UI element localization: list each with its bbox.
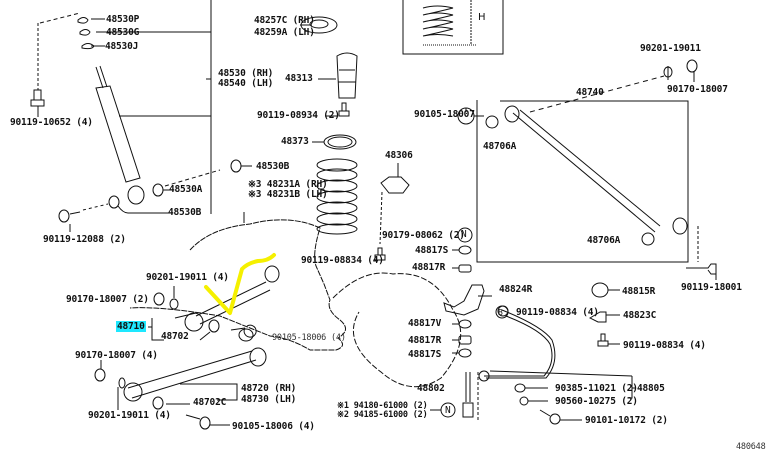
part-label-48540: 48540 (LH)	[218, 78, 274, 89]
spring-seat-parts	[300, 16, 358, 150]
part-label-48257C: 48257C (RH)	[254, 15, 315, 26]
bolt-label-90105-18007: 90105-18007	[414, 109, 475, 120]
small-bushings	[430, 227, 509, 418]
lateral-rod	[457, 59, 717, 280]
part-label-48231A: ※3 48231A (RH)	[248, 179, 328, 190]
spring-inset	[402, 0, 504, 55]
spring-height-label: H	[478, 12, 486, 23]
axle-housing	[129, 212, 462, 388]
part-label-48817S: 48817S	[408, 349, 442, 360]
part-label-48306: 48306	[385, 150, 413, 161]
part-label-48817S-upper: 48817S	[415, 245, 449, 256]
part-label-48824R: 48824R	[499, 284, 533, 295]
part-label-48706A-upper: 48706A	[483, 141, 517, 152]
bolt-label-90560-10275: 90560-10275 (2)	[555, 396, 638, 407]
part-label-48706A-lower: 48706A	[587, 235, 621, 246]
bolt-label-90101-10172: 90101-10172 (2)	[585, 415, 668, 426]
part-label-48313: 48313	[285, 73, 313, 84]
figure-code: 480648	[736, 442, 766, 452]
upper-control-arm	[148, 265, 280, 342]
part-label-48373: 48373	[281, 136, 309, 147]
bolt-label-90201-19011-4b: 90201-19011 (4)	[88, 410, 171, 421]
bolt-label-90170-18007-2: 90170-18007 (2)	[66, 294, 149, 305]
part-label-48802: 48802	[417, 383, 445, 394]
part-label-48530: 48530 (RH)	[218, 68, 274, 79]
part-label-48530B-lower: 48530B	[168, 207, 202, 218]
bump-bracket	[374, 163, 410, 261]
part-label-48817V: 48817V	[408, 318, 442, 329]
note-label-94185: ※2 94185-61000 (2)	[337, 410, 428, 420]
bolt-label-90105-18006: 90105-18006 (4)	[232, 421, 315, 432]
part-label-48259A: 48259A (LH)	[254, 27, 315, 38]
bolt-label-90179-08062: 90179-08062 (2)	[382, 230, 465, 241]
part-label-48530J: 48530J	[105, 41, 139, 52]
part-label-48702: 48702	[161, 331, 189, 342]
part-label-48823C: 48823C	[623, 310, 657, 321]
bolt-label-90119-10652: 90119-10652 (4)	[10, 117, 93, 128]
part-label-48817R-upper: 48817R	[412, 262, 446, 273]
part-label-48702C: 48702C	[193, 397, 227, 408]
bolt-label-90105-18006-mid: 90105-18006 (4)	[272, 333, 346, 343]
part-label-48530A: 48530A	[169, 184, 203, 195]
bolt-label-90119-08934: 90119-08934 (2)	[257, 110, 340, 121]
bolt-label-90170-18007-4: 90170-18007 (4)	[75, 350, 158, 361]
shock-absorber	[30, 0, 212, 214]
part-label-48710-highlighted[interactable]: 48710	[116, 321, 146, 332]
bolt-label-90201-19011-4: 90201-19011 (4)	[146, 272, 229, 283]
part-label-48805: 48805	[637, 383, 665, 394]
n-mark-lower: N	[445, 405, 451, 416]
bolt-label-90119-18001: 90119-18001	[681, 282, 742, 293]
part-label-48720: 48720 (RH)	[241, 383, 297, 394]
part-label-48530P: 48530P	[106, 14, 140, 25]
bolt-label-90201-19011: 90201-19011	[640, 43, 701, 54]
part-label-48231B: ※3 48231B (LH)	[248, 189, 328, 200]
part-label-48730: 48730 (LH)	[241, 394, 297, 405]
bolt-label-90170-18007: 90170-18007	[667, 84, 728, 95]
bolt-label-90119-08834-c: 90119-08834 (4)	[623, 340, 706, 351]
bolt-label-90119-12088: 90119-12088 (2)	[43, 234, 126, 245]
lower-control-arm	[94, 347, 267, 430]
coil-spring	[316, 158, 358, 235]
part-label-48530G: 48530G	[106, 27, 140, 38]
b-mark: B	[498, 308, 503, 317]
bolt-label-90385-11021: 90385-11021 (2)	[555, 383, 638, 394]
part-label-48817R: 48817R	[408, 335, 442, 346]
bolt-label-90119-08834-b: 90119-08834 (4)	[516, 307, 599, 318]
n-mark-upper: N	[461, 229, 467, 240]
shock-lower-mount	[58, 159, 252, 232]
note-label-94180: ※1 94180-61000 (2)	[337, 401, 428, 411]
part-label-48740: 48740	[576, 87, 604, 98]
bolt-label-90119-08834-upper: 90119-08834 (4)	[301, 255, 384, 266]
part-label-48530B-upper: 48530B	[256, 161, 290, 172]
check-mark-annotation	[204, 253, 276, 315]
part-label-48815R: 48815R	[622, 286, 656, 297]
